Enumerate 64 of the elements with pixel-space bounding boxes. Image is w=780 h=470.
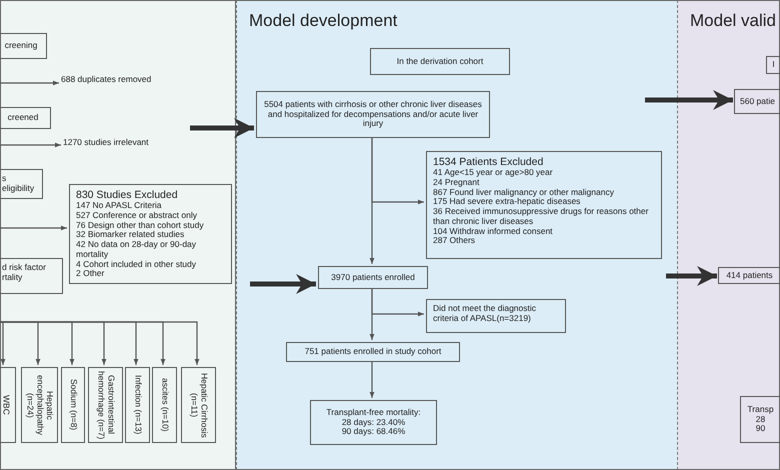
- box-line: 90: [756, 424, 766, 434]
- box-line: 28 days: 23.40%: [342, 418, 406, 428]
- count-text: 688 duplicates removed: [61, 75, 191, 91]
- factor-box: Infection (n=13): [125, 367, 150, 443]
- box-line: Transp: [747, 404, 774, 415]
- process-box: Did not meet the diagnostic criteria of APASL(n=3219): [426, 299, 566, 333]
- process-box: 5504 patients with cirrhosis or other chronic liver diseases and hospitalized for decompensations and/or acute liver injury: [256, 91, 490, 138]
- factor-box: Hepatic Cirrhosis (n=11): [181, 367, 216, 443]
- process-box: 751 patients enrolled in study cohort: [286, 342, 460, 362]
- box-line: Transplant-free mortality:: [326, 408, 421, 418]
- panel: [0, 0, 236, 470]
- panel-title: Model valid: [690, 11, 776, 31]
- process-box: 414 patients: [718, 267, 780, 284]
- panel: [678, 0, 780, 470]
- factor-box: Sodium (n=8): [61, 367, 85, 443]
- box-line: 147 No APASL Criteria: [76, 201, 163, 211]
- box-line: 24 Pregnant: [433, 178, 480, 188]
- box-line: 175 Had severe extra-hepatic diseases: [433, 197, 580, 208]
- block-arrow: [666, 266, 717, 286]
- box-line: 28: [756, 414, 766, 424]
- panel: [236, 0, 678, 470]
- arrow: [370, 288, 374, 340]
- arrow: [0, 321, 200, 365]
- block-arrow: [250, 274, 316, 294]
- box-line: 4 Cohort included in other study: [76, 260, 198, 270]
- arrow: [0, 321, 6, 365]
- box-line: 287 Others: [433, 236, 476, 246]
- box-heading: 830 Studies Excluded: [76, 189, 179, 202]
- process-box: creened: [0, 107, 51, 129]
- arrow: [370, 137, 374, 264]
- box-line: 36 Received immunosuppressive drugs for reasons other than chronic liver diseases: [433, 207, 650, 227]
- process-box: 3970 patients enrolled: [318, 266, 428, 289]
- arrow: [0, 80, 59, 86]
- process-box: creening: [0, 33, 47, 59]
- block-arrow: [645, 90, 733, 110]
- process-box: In the derivation cohort: [370, 48, 510, 75]
- factor-box: ascites (n=10): [152, 367, 177, 443]
- box-line: 90 days: 68.46%: [342, 427, 406, 438]
- box-heading: 1534 Patients Excluded: [433, 156, 544, 168]
- arrow: [0, 142, 61, 148]
- factor-box: Hepatic encephalopathy (n=24): [21, 367, 58, 443]
- process-box: [740, 396, 780, 443]
- process-box: [310, 400, 437, 445]
- process-box: I: [766, 56, 780, 74]
- arrow: [0, 226, 67, 230]
- box-line: 41 Age<15 year or age>80 year: [433, 168, 554, 178]
- process-box: d risk factor rtality: [0, 258, 63, 294]
- box-line: 2 Other: [76, 269, 106, 280]
- factor-box: WBC: [0, 367, 16, 443]
- block-arrow: [190, 118, 254, 138]
- exclusion-box: [426, 151, 662, 259]
- box-line: 867 Found liver malignancy or other malignancy: [433, 188, 615, 198]
- box-line: 42 No data on 28-day or 90-day mortality: [76, 240, 198, 260]
- box-line: 32 Biomarker related studies: [76, 230, 184, 240]
- exclusion-box: [69, 184, 232, 284]
- process-box: s eligibility: [0, 169, 43, 199]
- box-line: 527 Conference or abstract only: [76, 210, 198, 221]
- arrow: [370, 361, 374, 398]
- panel-title: Model development: [249, 11, 398, 31]
- box-line: 104 Withdraw informed consent: [433, 226, 554, 236]
- factor-box: Gastrointestinal hemorrhage (n=7): [88, 367, 123, 443]
- process-box: 560 patie: [734, 89, 780, 114]
- count-text: 1270 studies irrelevant: [63, 138, 193, 154]
- box-line: 76 Design other than cohort study: [76, 220, 205, 230]
